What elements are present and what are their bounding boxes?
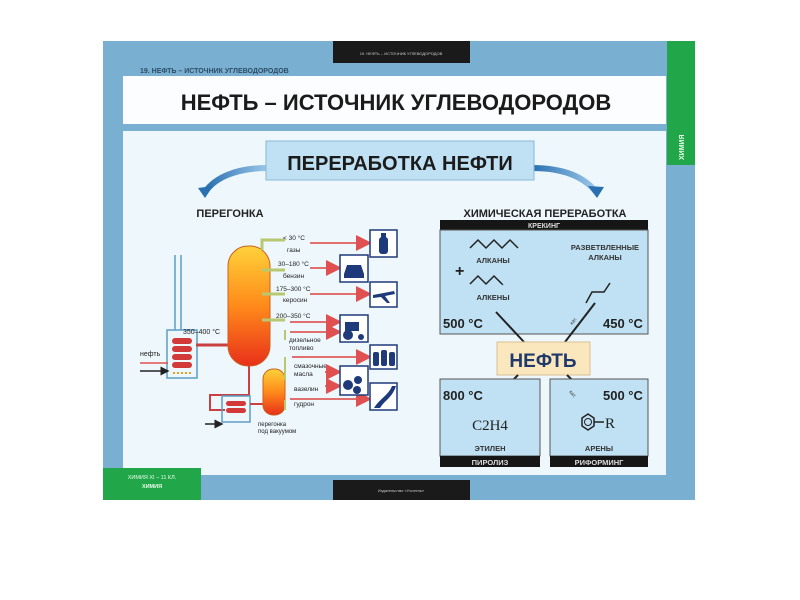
center-title: ПЕРЕРАБОТКА НЕФТИ: [287, 153, 512, 175]
alkanes-label: АЛКАНЫ: [476, 256, 510, 265]
reforming-box: [549, 378, 649, 457]
cracking-header: [440, 220, 648, 230]
furnace-temp: 350–400 °C: [183, 328, 220, 336]
center-title-box: [265, 140, 535, 181]
cracking-temp-left: 500 °C: [443, 316, 484, 331]
pyrolysis-box: [439, 378, 541, 457]
plus-sign: +: [455, 263, 464, 280]
alkene-skeleton: [469, 274, 503, 286]
vacuum-furnace: [221, 395, 251, 423]
arenes-label: АРЕНЫ: [585, 444, 613, 453]
radical-r: R: [605, 416, 615, 432]
top-strip-text: 19. НЕФТЬ – ИСТОЧНИК УГЛЕВОДОРОДОВ: [360, 51, 443, 56]
ethylene-formula: C2H4: [472, 418, 508, 434]
pyrolysis-label: ПИРОЛИЗ: [472, 458, 509, 467]
right-heading: ХИМИЧЕСКАЯ ПЕРЕРАБОТКА: [463, 208, 626, 220]
fraction-name-vaseline: вазелин: [294, 386, 319, 393]
pyrolysis-temp: 800 °C: [443, 388, 484, 403]
top-strip: [333, 41, 470, 63]
product-arrows: [290, 235, 372, 407]
subtitle: 19. НЕФТЬ – ИСТОЧНИК УГЛЕВОДОРОДОВ: [140, 68, 289, 75]
left-heading: ПЕРЕГОНКА: [196, 208, 263, 220]
residue-pipe: [209, 366, 250, 411]
fraction-name-diesel-1: дизельное: [289, 337, 321, 344]
ethylene-label: ЭТИЛЕН: [475, 444, 506, 453]
fraction-temp-kerosene: 175–300 °C: [276, 285, 311, 293]
footer-badge-line-2: ХИМИЯ: [142, 484, 162, 490]
vacuum-label-1: перегонка: [258, 422, 287, 428]
oil-center-box: [496, 341, 591, 376]
fraction-name-kerosene: керосин: [283, 297, 308, 304]
page-title: НЕФТЬ – ИСТОЧНИК УГЛЕВОДОРОДОВ: [181, 90, 612, 115]
bottom-strip-text: Издательство «Учитель»: [378, 488, 425, 493]
fraction-temp-gas: < 30 °C: [283, 234, 305, 242]
cracking-temp-right: 450 °C: [603, 316, 644, 331]
fraction-name-oil-2: масла: [294, 371, 313, 378]
fraction-name-diesel-2: топливо: [289, 345, 314, 352]
reforming-footer: [550, 456, 648, 467]
feed-label: нефть: [140, 351, 161, 358]
title-bar: [123, 76, 666, 124]
cracking-box: [439, 229, 649, 335]
alkane-skeleton: [469, 238, 519, 250]
side-tab: [667, 41, 695, 165]
alkenes-label: АЛКЕНЫ: [476, 293, 509, 302]
oil-center-label: НЕФТЬ: [509, 351, 576, 372]
cracking-line-right: [564, 302, 596, 343]
pyrolysis-footer: [440, 456, 540, 467]
cracking-line-left: [495, 311, 525, 343]
reforming-label: РИФОРМИНГ: [575, 458, 625, 467]
distillation-column: [227, 245, 271, 367]
footer-badge: [103, 468, 201, 500]
cracking-label: КРЕКИНГ: [528, 223, 560, 230]
vacuum-label-2: под вакуумом: [258, 429, 296, 435]
branched-label-1: РАЗВЕТВЛЕННЫЕ: [571, 243, 639, 252]
branched-skeleton: [585, 282, 611, 304]
footer-badge-line-1: ХИМИЯ XI – 11 КЛ.: [128, 475, 177, 481]
fraction-temp-diesel: 200–350 °C: [276, 312, 311, 320]
branched-label-2: АЛКАНЫ: [588, 253, 622, 262]
cracking-catalyst: кат.: [569, 316, 579, 326]
fraction-name-gas: газы: [287, 247, 301, 254]
fraction-name-tar: гудрон: [294, 401, 314, 408]
fraction-temp-gasoline: 30–180 °C: [278, 260, 309, 268]
fraction-name-gasoline: бензин: [283, 272, 304, 280]
fraction-name-oil-1: смазочные: [294, 363, 327, 370]
left-arrow-head: [198, 186, 213, 198]
right-arrow-head: [588, 186, 604, 198]
reforming-temp: 500 °C: [603, 388, 644, 403]
bottom-strip: [333, 480, 470, 500]
vacuum-column: [262, 368, 286, 416]
gas-pipe: [260, 238, 285, 250]
furnace: [166, 255, 198, 379]
side-tab-text: ХИМИЯ: [679, 134, 686, 160]
benzene-ring-icon: [581, 413, 595, 431]
reforming-catalyst: кат.: [567, 389, 577, 399]
